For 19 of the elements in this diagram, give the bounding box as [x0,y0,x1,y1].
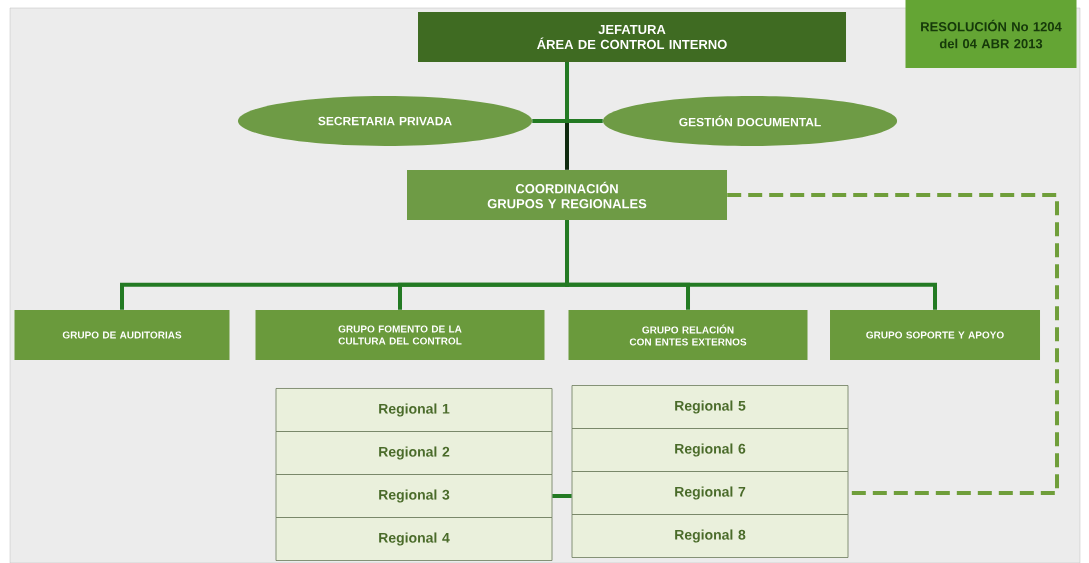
group-box: GRUPO FOMENTO DE LA CULTURA DEL CONTROL [255,310,545,360]
regional-box: Regional 7 [571,471,849,515]
group-box: GRUPO SOPORTE Y APOYO [830,310,1040,360]
connector-line [565,62,603,123]
resolution-box: RESOLUCIÓN No 1204 del 04 ABR 2013 [905,0,1077,68]
regional-box: Regional 1 [275,388,553,432]
connector-line [552,494,572,498]
regional-box: Regional 4 [275,517,553,561]
regional-box: Regional 8 [571,514,849,558]
connector-line [565,220,937,310]
regional-box: Regional 3 [275,474,553,518]
regional-box: Regional 6 [571,428,849,472]
connector-line [727,193,1059,495]
regional-box: Regional 2 [275,431,553,475]
group-box: GRUPO RELACIÓN CON ENTES EXTERNOS [568,310,808,360]
title-box: JEFATURA ÁREA DE CONTROL INTERNO [418,12,846,62]
coordination-box: COORDINACIÓN GRUPOS Y REGIONALES [407,170,727,220]
regional-box: Regional 5 [571,385,849,429]
group-box: GRUPO DE AUDITORIAS [14,310,230,360]
